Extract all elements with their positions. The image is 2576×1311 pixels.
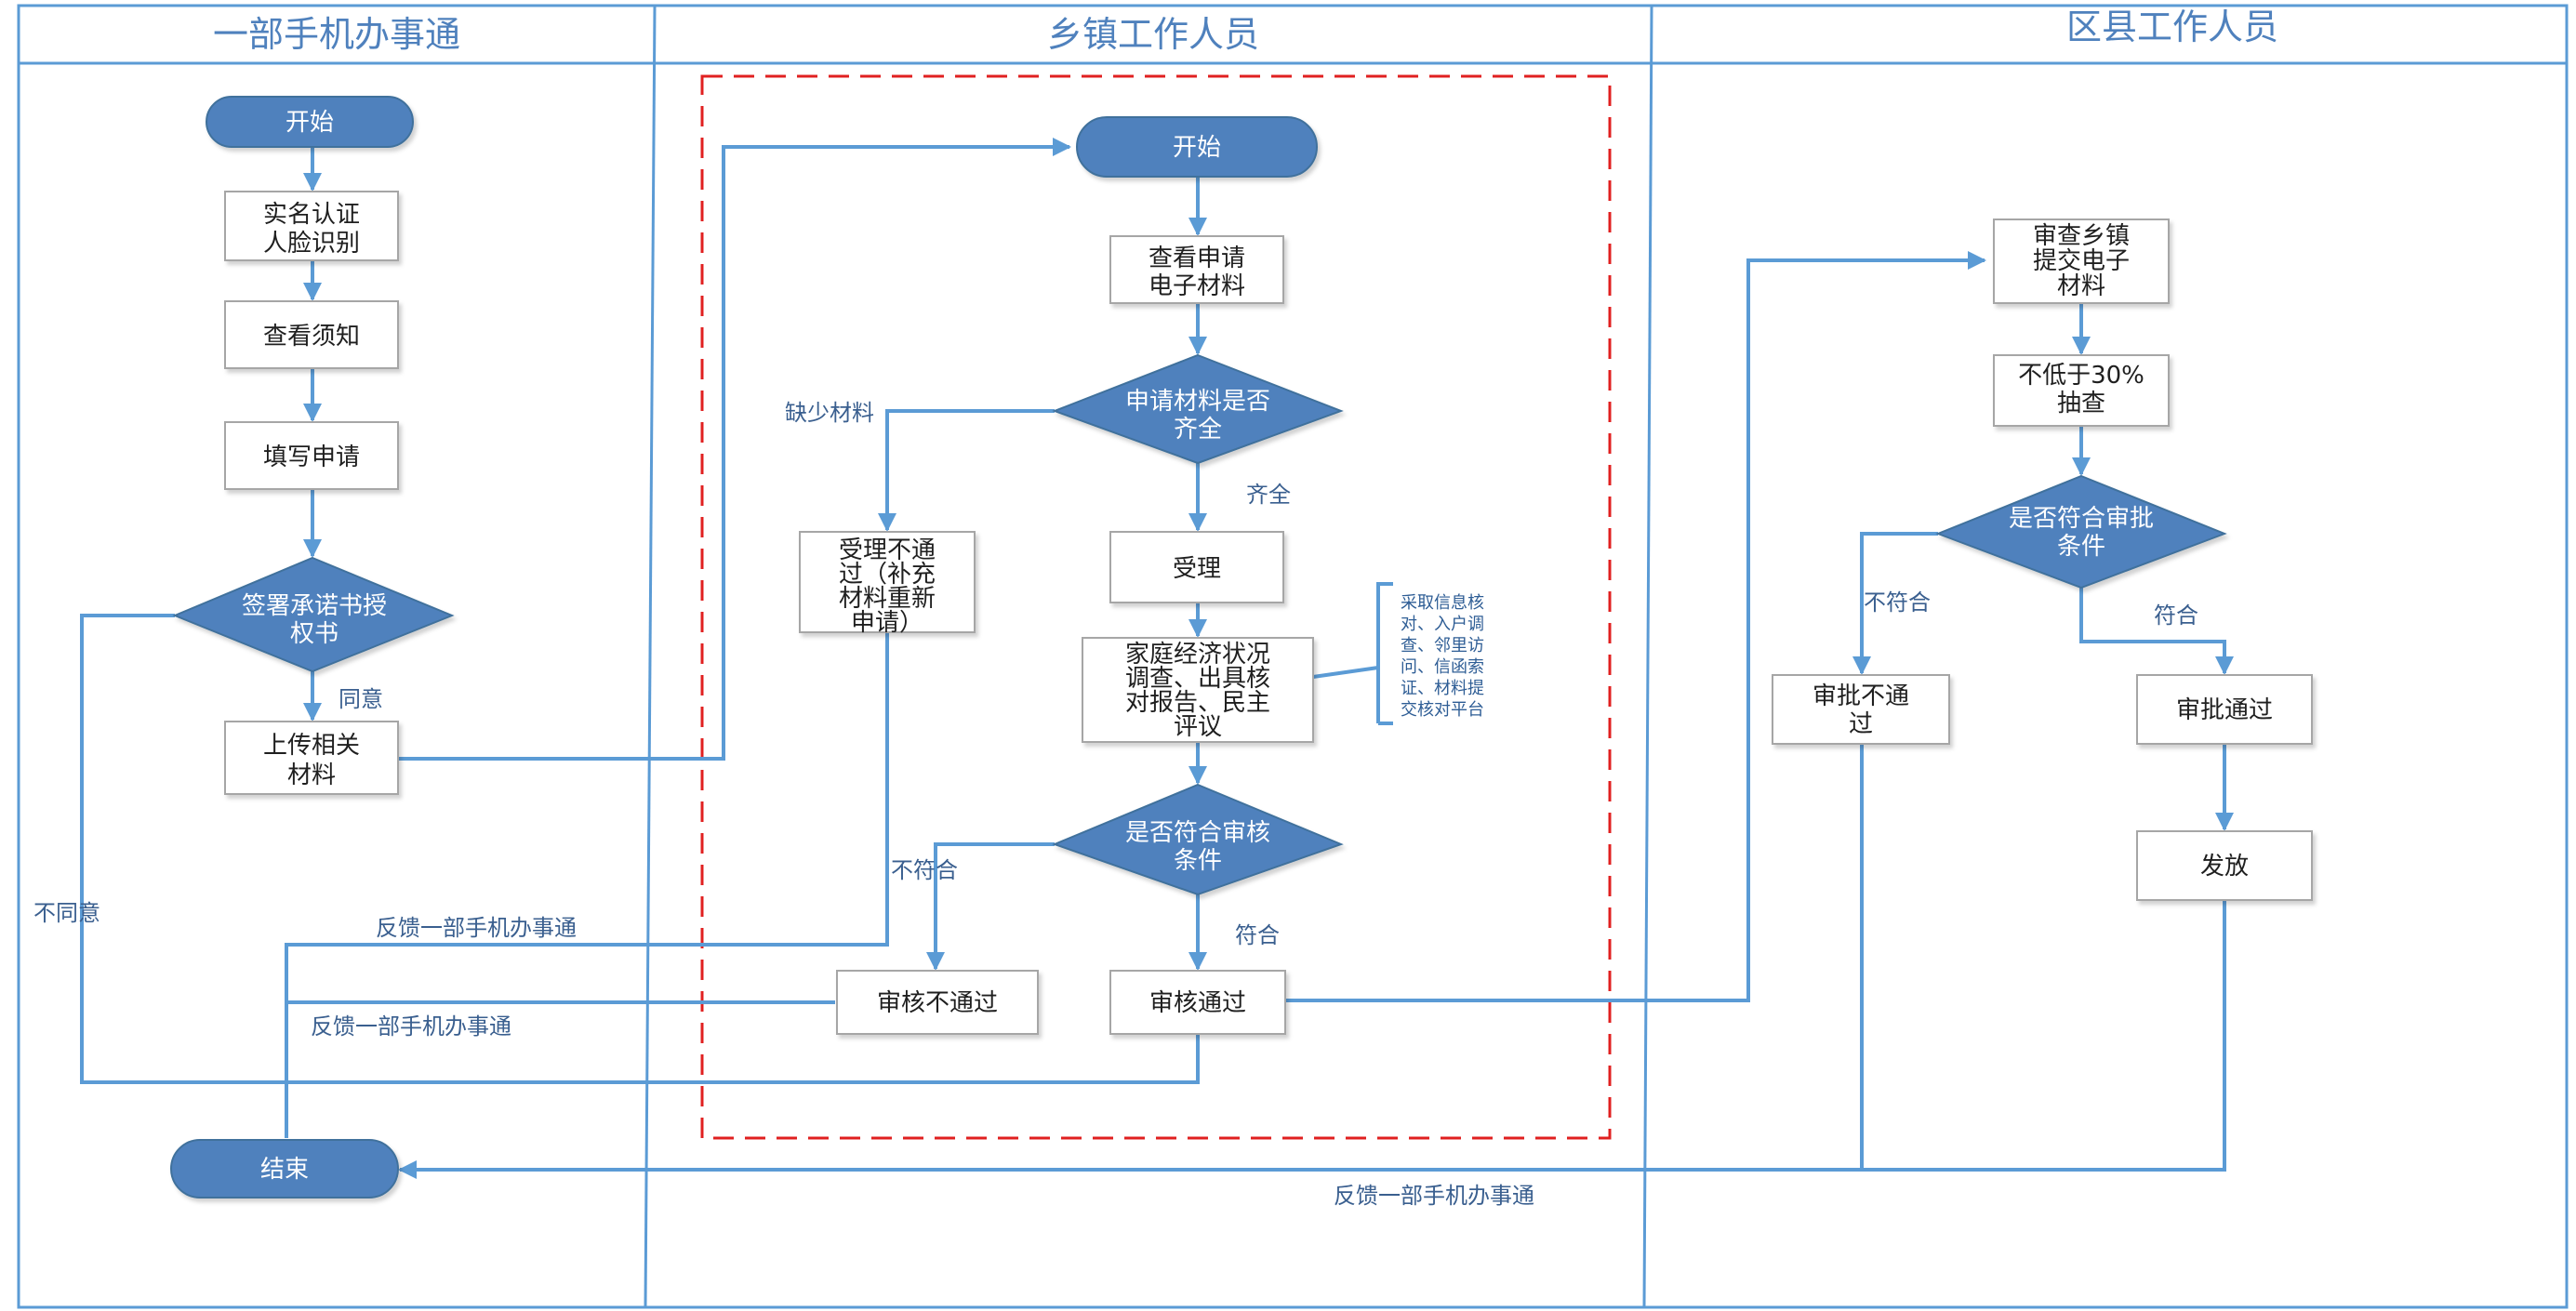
svg-text:证、材料提: 证、材料提 <box>1401 679 1484 698</box>
svg-text:审核通过: 审核通过 <box>1149 989 1246 1017</box>
svg-text:过（补充: 过（补充 <box>839 561 936 589</box>
approval-passed-box: 审批通过 <box>2136 674 2313 745</box>
label-complete: 齐全 <box>1246 482 1291 508</box>
svg-text:审核不通过: 审核不通过 <box>877 989 998 1017</box>
svg-text:实名认证: 实名认证 <box>263 201 360 229</box>
highlight-region <box>700 74 1612 1140</box>
accept-rejected-box: 受理不通 过（补充 材料重新 申请） <box>799 531 976 637</box>
svg-text:对报告、民主: 对报告、民主 <box>1125 689 1270 717</box>
connectors <box>80 138 2234 1179</box>
svg-text:条件: 条件 <box>2057 533 2105 561</box>
svg-text:上传相关: 上传相关 <box>263 732 360 760</box>
lane-title-township: 乡镇工作人员 <box>1047 14 1259 55</box>
lane-title-app: 一部手机办事通 <box>213 14 460 55</box>
svg-text:材料: 材料 <box>287 761 336 789</box>
upload-materials-box: 上传相关 材料 <box>224 721 399 795</box>
label-meet-review: 符合 <box>1235 922 1280 948</box>
svg-text:抽查: 抽查 <box>2057 390 2105 417</box>
label-not-meet-review: 不符合 <box>891 857 958 883</box>
svg-text:填写申请: 填写申请 <box>263 444 360 471</box>
svg-text:结束: 结束 <box>260 1156 309 1184</box>
svg-text:查、邻里访: 查、邻里访 <box>1401 636 1484 656</box>
review-failed-box: 审核不通过 <box>836 970 1039 1035</box>
svg-text:权书: 权书 <box>290 620 339 648</box>
county-review-box: 审查乡镇 提交电子 材料 <box>1993 218 2170 304</box>
verification-methods-note: 采取信息核 对、入户调 查、邻里访 问、信函索 证、材料提 交核对平台 <box>1401 593 1484 720</box>
label-disagree: 不同意 <box>33 900 100 926</box>
label-not-meet-approval: 不符合 <box>1864 589 1931 616</box>
label-feedback-2: 反馈一部手机办事通 <box>311 1013 511 1040</box>
svg-text:人脸识别: 人脸识别 <box>263 230 360 258</box>
household-investigation-box: 家庭经济状况 调查、出具核 对报告、民主 评议 <box>1082 637 1314 743</box>
sign-authorization-decision: 签署承诺书授 权书 <box>172 556 455 673</box>
svg-text:调查、出具核: 调查、出具核 <box>1125 665 1270 693</box>
svg-text:查看申请: 查看申请 <box>1149 245 1245 272</box>
svg-text:受理不通: 受理不通 <box>839 536 936 564</box>
svg-text:家庭经济状况: 家庭经济状况 <box>1125 641 1270 669</box>
svg-text:审批通过: 审批通过 <box>2176 696 2273 724</box>
svg-text:提交电子: 提交电子 <box>2033 247 2130 275</box>
svg-text:查看须知: 查看须知 <box>263 323 360 351</box>
review-criteria-decision: 是否符合审核 条件 <box>1052 783 1344 896</box>
label-agree: 同意 <box>339 686 383 712</box>
swimlanes <box>17 4 2569 1309</box>
start-node-township: 开始 <box>1076 116 1318 178</box>
start-node-app: 开始 <box>206 96 414 148</box>
svg-text:是否符合审批: 是否符合审批 <box>2009 505 2154 533</box>
materials-complete-decision: 申请材料是否 齐全 <box>1052 353 1344 465</box>
svg-text:申请材料是否: 申请材料是否 <box>1125 388 1270 416</box>
svg-text:开始: 开始 <box>1173 134 1221 162</box>
svg-text:交核对平台: 交核对平台 <box>1401 700 1484 720</box>
lane-title-county: 区县工作人员 <box>2066 7 2278 47</box>
svg-text:对、入户调: 对、入户调 <box>1401 615 1484 634</box>
label-meet-approval: 符合 <box>2154 603 2198 629</box>
svg-text:发放: 发放 <box>2200 853 2249 881</box>
svg-text:条件: 条件 <box>1174 847 1222 875</box>
approval-criteria-decision: 是否符合审批 条件 <box>1935 474 2227 589</box>
svg-text:审查乡镇: 审查乡镇 <box>2033 222 2130 250</box>
sample-check-box: 不低于30% 抽查 <box>1993 354 2170 427</box>
approval-failed-box: 审批不通 过 <box>1772 674 1950 745</box>
svg-text:申请）: 申请） <box>851 609 923 637</box>
review-passed-box: 审核通过 <box>1109 970 1286 1035</box>
svg-text:采取信息核: 采取信息核 <box>1401 593 1484 613</box>
svg-text:问、信函索: 问、信函索 <box>1401 657 1484 677</box>
label-feedback-3: 反馈一部手机办事通 <box>1334 1183 1534 1209</box>
issue-box: 发放 <box>2136 830 2313 901</box>
svg-text:电子材料: 电子材料 <box>1149 272 1245 300</box>
realname-verify-box: 实名认证 人脸识别 <box>224 191 399 261</box>
fill-application-box: 填写申请 <box>224 421 399 490</box>
svg-text:材料重新: 材料重新 <box>839 585 936 613</box>
svg-text:评议: 评议 <box>1174 713 1222 741</box>
svg-text:开始: 开始 <box>285 109 334 137</box>
accept-box: 受理 <box>1109 531 1284 603</box>
svg-text:过: 过 <box>1849 710 1873 738</box>
end-node: 结束 <box>170 1139 399 1198</box>
svg-text:是否符合审核: 是否符合审核 <box>1125 819 1270 847</box>
svg-text:不低于30%: 不低于30% <box>2018 362 2144 390</box>
view-notice-box: 查看须知 <box>224 300 399 369</box>
svg-text:材料: 材料 <box>2057 272 2105 300</box>
svg-text:齐全: 齐全 <box>1174 416 1222 444</box>
label-feedback-1: 反馈一部手机办事通 <box>376 915 577 941</box>
svg-text:受理: 受理 <box>1173 555 1221 583</box>
svg-text:审批不通: 审批不通 <box>1812 682 1909 710</box>
label-missing-materials: 缺少材料 <box>785 400 874 426</box>
svg-text:签署承诺书授: 签署承诺书授 <box>242 592 387 620</box>
view-electronic-materials-box: 查看申请 电子材料 <box>1109 235 1284 304</box>
